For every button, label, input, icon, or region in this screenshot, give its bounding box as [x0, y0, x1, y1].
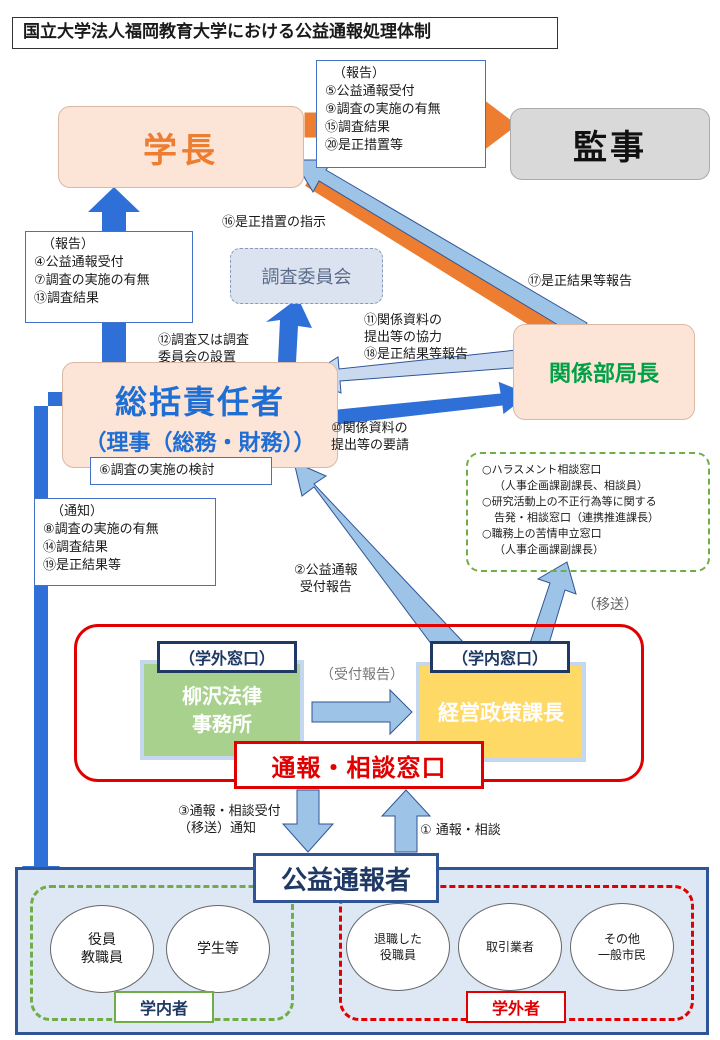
exec-note: ⑥調査の実施の検討 [90, 457, 272, 485]
reporter-title: 公益通報者 [253, 853, 439, 903]
chief-officer-subtitle: （理事（総務・財務）） [84, 431, 316, 456]
inside-group-label: 学内者 [114, 991, 214, 1023]
report-to-auditor-heading: （報告） [333, 66, 386, 81]
arrow-exec-to-committee [266, 298, 312, 362]
label-committee-setup: ⑫調査又は調査 委員会の設置 [158, 333, 250, 365]
chief-officer-title: 総括責任者 [114, 383, 285, 421]
label-result-report: ⑰是正結果等報告 [528, 274, 633, 289]
window-label: 通報・相談窓口 [234, 741, 484, 789]
dept-head-box: 関係部局長 [513, 324, 695, 420]
reporter-public: その他 一般市民 [570, 903, 674, 991]
consult-item: ○職務上の苦情申立窓口 [482, 527, 602, 540]
arrow-mgmt-to-exec [293, 461, 466, 658]
report-to-auditor-item: ⑤公益通報受付 [325, 84, 415, 99]
label-request: ⑩関係資料の 提出等の要請 [331, 421, 410, 453]
consult-item: 告発・相談窓口（連携推進課長） [494, 511, 659, 524]
notice-item: ⑧調査の実施の有無 [43, 522, 159, 537]
inside-window-tag: （学内窓口） [430, 641, 570, 673]
report-to-auditor-item: ⑨調査の実施の有無 [325, 102, 441, 117]
report-to-president-item: ⑦調査の実施の有無 [34, 273, 150, 288]
label-transfer: （移送） [582, 597, 638, 613]
notice-heading: （通知） [51, 504, 104, 519]
consult-item: ○研究活動上の不正行為等に関する [482, 495, 657, 508]
report-to-president-box: （報告） ④公益通報受付 ⑦調査の実施の有無 ⑬調査結果 [25, 231, 193, 323]
label-notify-back: ③通報・相談受付 （移送）通知 [178, 804, 281, 836]
notice-box: （通知） ⑧調査の実施の有無 ⑭調査結果 ⑲是正結果等 [34, 498, 216, 586]
report-to-president-heading: （報告） [42, 237, 95, 252]
report-to-president-item: ④公益通報受付 [34, 255, 124, 270]
report-to-president-item: ⑬調査結果 [34, 291, 100, 306]
reporter-staff: 役員 教職員 [50, 905, 154, 993]
committee-box: 調査委員会 [230, 248, 383, 304]
report-to-auditor-item: ⑮調査結果 [325, 120, 391, 135]
arrow-window-to-reporters [281, 789, 335, 853]
arrow-reporters-to-window [380, 789, 432, 853]
label-recv-report: （受付報告） [320, 667, 404, 683]
consult-item: ○ハラスメント相談窓口 [482, 463, 602, 476]
reporter-vendors: 取引業者 [458, 903, 562, 991]
chief-officer-box: 総括責任者 （理事（総務・財務）） [62, 362, 338, 468]
consult-windows-box: ○ハラスメント相談窓口 （人事企画課副課長、相談員） ○研究活動上の不正行為等に… [466, 452, 710, 572]
notice-item: ⑲是正結果等 [43, 558, 122, 573]
label-receipt-report: ②公益通報 受付報告 [294, 563, 358, 595]
president-box: 学長 [58, 106, 304, 188]
consult-item: （人事企画課副課長） [494, 543, 604, 556]
auditor-box: 監事 [510, 108, 710, 180]
arrow-law-to-mgmt [311, 688, 413, 736]
report-to-auditor-box: （報告） ⑤公益通報受付 ⑨調査の実施の有無 ⑮調査結果 ⑳是正措置等 [316, 60, 486, 168]
label-instruct: ⑯是正措置の指示 [222, 215, 327, 230]
consult-item: （人事企画課副課長、相談員） [494, 479, 648, 492]
reporter-students: 学生等 [166, 905, 270, 993]
label-report-consult: ① 通報・相談 [420, 823, 501, 838]
outside-group-label: 学外者 [466, 991, 566, 1023]
law-firm-box: 柳沢法律 事務所 [140, 660, 304, 760]
label-cooperation: ⑪関係資料の 提出等の協力 ⑱是正結果等報告 [364, 313, 469, 362]
outside-window-tag: （学外窓口） [157, 641, 297, 673]
report-to-auditor-item: ⑳是正措置等 [325, 138, 404, 153]
notice-item: ⑭調査結果 [43, 540, 109, 555]
page-title: 国立大学法人福岡教育大学における公益通報処理体制 [12, 17, 558, 49]
reporter-former-staff: 退職した 役職員 [346, 903, 450, 991]
